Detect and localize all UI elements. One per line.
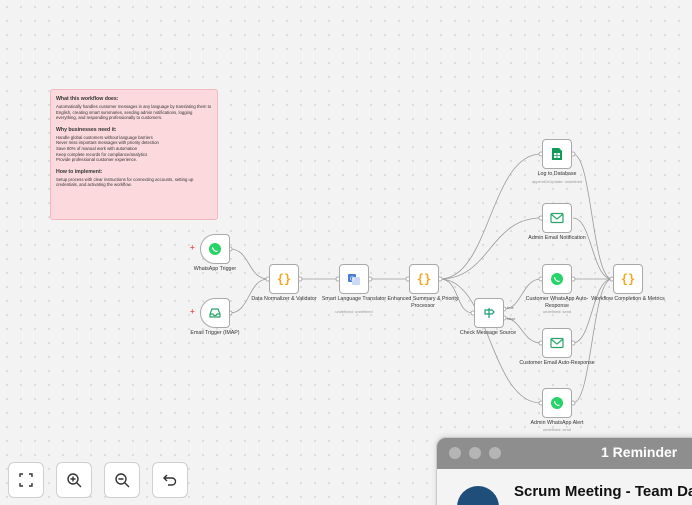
reminder-window[interactable]: 1 Reminder Scrum Meeting - Team Daily [436, 437, 692, 505]
svg-text:{}: {} [417, 272, 431, 286]
sticky-heading-why: Why businesses need it: [56, 126, 117, 133]
node-label-customer-whatsapp: Customer WhatsApp Auto-Response [525, 296, 589, 309]
add-trigger-plus-icon[interactable]: + [190, 307, 195, 316]
node-label-check-message-source: Check Message Source [459, 330, 517, 336]
port-label-false: false [507, 316, 516, 321]
zoom-out-button[interactable] [104, 462, 140, 498]
node-label-admin-whatsapp: Admin WhatsApp Alert [530, 420, 584, 426]
node-whatsapp-trigger[interactable] [200, 234, 230, 264]
whatsapp-icon [551, 397, 563, 409]
reminder-body: Scrum Meeting - Team Daily [437, 469, 692, 505]
node-label-whatsapp-trigger: WhatsApp Trigger [193, 266, 237, 272]
mail-icon [550, 337, 564, 349]
node-label-admin-email: Admin Email Notification [528, 235, 586, 241]
window-zoom-button[interactable] [489, 447, 501, 459]
node-admin-email[interactable] [542, 203, 572, 233]
undo-button[interactable] [152, 462, 188, 498]
window-close-button[interactable] [449, 447, 461, 459]
node-summary-processor[interactable]: {} [409, 264, 439, 294]
code-braces-icon: {} [277, 272, 291, 286]
node-check-message-source[interactable] [474, 298, 504, 328]
undo-icon [163, 474, 177, 486]
add-trigger-plus-icon[interactable]: + [190, 243, 195, 252]
sticky-body-what: Automatically handles customer messages … [56, 104, 212, 121]
port-label-true: true [507, 305, 514, 310]
node-log-database[interactable] [542, 139, 572, 169]
node-language-translator[interactable]: G [339, 264, 369, 294]
node-customer-email[interactable] [542, 328, 572, 358]
node-label-language-translator: Smart Language Translator [321, 296, 387, 302]
node-customer-whatsapp[interactable] [542, 264, 572, 294]
fit-view-button[interactable] [8, 462, 44, 498]
sticky-body-how: Setup process with clear instructions fo… [56, 176, 194, 188]
node-label-log-database: Log to Database [537, 171, 577, 177]
sticky-note[interactable]: What this workflow does: Automatically h… [50, 89, 218, 220]
zoom-out-icon [115, 473, 130, 488]
sticky-body-why: Handle global customers without language… [56, 134, 159, 163]
svg-text:{}: {} [621, 272, 635, 286]
sticky-heading-what: What this workflow does: [56, 96, 119, 102]
zoom-in-button[interactable] [56, 462, 92, 498]
node-sub-admin-whatsapp: undefined: send [542, 427, 572, 432]
mail-icon [550, 212, 564, 224]
node-sub-log-database: appendOrUpdate: undefined [531, 179, 583, 184]
zoom-in-icon [67, 473, 82, 488]
calendar-icon [457, 486, 499, 505]
reminder-titlebar: 1 Reminder [437, 438, 692, 469]
node-label-data-normalizer: Data Normalizer & Validator [251, 296, 317, 302]
svg-text:G: G [350, 277, 354, 283]
sticky-heading-how: How to implement: [56, 168, 103, 175]
node-sub-customer-whatsapp: undefined: send [542, 309, 572, 314]
node-email-trigger[interactable] [200, 298, 230, 328]
reminder-title: 1 Reminder [601, 444, 678, 460]
node-label-workflow-completion: Workflow Completion & Metrics [591, 296, 665, 302]
whatsapp-icon [551, 273, 563, 285]
email-inbox-icon [209, 308, 221, 318]
node-data-normalizer[interactable]: {} [269, 264, 299, 294]
node-sub-language-translator: undefined: undefined [335, 309, 373, 314]
node-workflow-completion[interactable]: {} [613, 264, 643, 294]
node-label-email-trigger: Email Trigger (IMAP) [190, 330, 240, 336]
reminder-event-title[interactable]: Scrum Meeting - Team Daily [514, 483, 692, 500]
svg-text:{}: {} [277, 272, 291, 286]
fit-view-icon [19, 473, 33, 487]
node-label-summary-processor: Enhanced Summary & Priority Processor [387, 296, 459, 309]
node-admin-whatsapp[interactable] [542, 388, 572, 418]
node-label-customer-email: Customer Email Auto-Response [519, 360, 595, 366]
translate-icon: G [348, 274, 360, 285]
google-sheets-icon [552, 148, 562, 160]
code-braces-icon: {} [417, 272, 431, 286]
whatsapp-icon [209, 243, 221, 255]
window-minimize-button[interactable] [469, 447, 481, 459]
code-braces-icon: {} [621, 272, 635, 286]
switch-icon [484, 308, 495, 318]
